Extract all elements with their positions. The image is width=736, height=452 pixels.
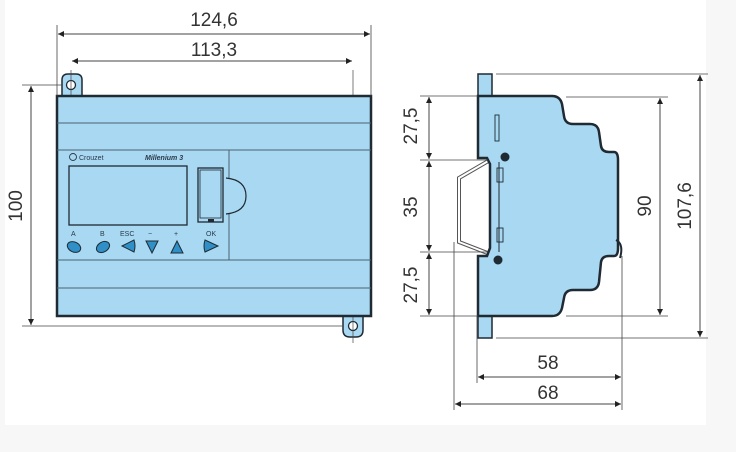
latch-pin-top [500, 152, 510, 162]
button-ok[interactable] [203, 239, 220, 253]
dim-hole-spacing: 113,3 [191, 40, 237, 61]
dim-lower-section: 27,5 [401, 267, 422, 304]
button-label-a: A [71, 231, 76, 238]
slot-cover [225, 177, 247, 215]
front-view: Crouzet Millenium 3 A B ESC − + OK [6, 10, 373, 343]
side-view: 27,5 35 27,5 90 107,6 58 68 [401, 73, 708, 410]
housing-side [476, 94, 620, 318]
button-label-esc: ESC [120, 231, 134, 238]
dim-upper-section: 27,5 [401, 108, 422, 145]
button-down[interactable] [145, 240, 159, 255]
memory-slot [197, 167, 224, 223]
dim-body-height: 90 [635, 195, 656, 216]
button-up[interactable] [170, 239, 184, 254]
dim-overall-height: 107,6 [675, 182, 696, 230]
button-label-minus: − [148, 231, 152, 238]
dim-rail-width: 35 [401, 196, 422, 217]
dim-body-depth: 58 [537, 353, 558, 374]
crouzet-logo-icon [69, 153, 77, 161]
button-a[interactable] [66, 240, 83, 255]
clip-top [477, 73, 493, 97]
front-dimensions: 124,6 113,3 100 [6, 10, 372, 327]
keypad: A B ESC − + OK [66, 231, 220, 255]
button-label-b: B [100, 231, 105, 238]
din-rail [457, 158, 492, 256]
mounting-tab-top [61, 70, 83, 100]
button-label-ok: OK [206, 231, 216, 238]
button-label-plus: + [174, 231, 178, 238]
brand-label: Crouzet [79, 155, 104, 162]
side-dimensions: 27,5 35 27,5 90 107,6 58 68 [401, 73, 708, 410]
dim-overall-depth: 68 [537, 383, 558, 404]
latch-pin-bottom [493, 255, 503, 265]
clip-bottom [477, 315, 493, 339]
dim-height: 100 [6, 190, 27, 222]
button-b[interactable] [94, 239, 111, 255]
lcd-display [68, 165, 188, 226]
button-esc[interactable] [120, 239, 136, 253]
dim-overall-width: 124,6 [190, 10, 238, 31]
model-label: Millenium 3 [145, 155, 183, 162]
